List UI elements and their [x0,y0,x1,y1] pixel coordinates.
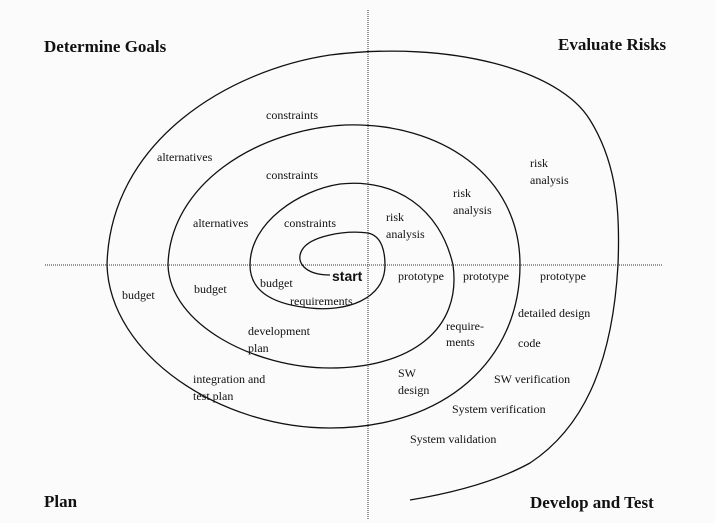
label-plan: plan [248,341,269,355]
label-require: require- [446,319,484,333]
label-prototype-2: prototype [463,269,509,283]
label-code: code [518,336,541,350]
label-system-validation: System validation [410,432,496,446]
label-constraints-inner: constraints [284,216,336,230]
label-sw-verification: SW verification [494,372,570,386]
label-development: development [248,324,311,338]
label-risk-inner: risk [386,210,404,224]
label-budget-inner: budget [260,276,293,290]
label-alternatives-middle: alternatives [193,216,249,230]
label-alternatives-outer: alternatives [157,150,213,164]
label-sw: SW [398,366,417,380]
quadrant-plan: Plan [44,492,78,511]
label-design: design [398,383,429,397]
label-system-verification: System verification [452,402,546,416]
label-integration: integration and [193,372,265,386]
quadrant-develop-and-test: Develop and Test [530,493,654,512]
label-constraints-middle: constraints [266,168,318,182]
label-analysis-middle: analysis [453,203,492,217]
label-risk-outer: risk [530,156,548,170]
label-analysis-outer: analysis [530,173,569,187]
spiral-curve [106,50,620,501]
label-budget-outer: budget [122,288,155,302]
label-requirements: requirements [290,294,353,308]
label-analysis-inner: analysis [386,227,425,241]
label-risk-middle: risk [453,186,471,200]
label-budget-middle: budget [194,282,227,296]
label-ments: ments [446,335,475,349]
quadrant-evaluate-risks: Evaluate Risks [558,35,667,54]
label-detailed-design: detailed design [518,306,590,320]
label-constraints-outer: constraints [266,108,318,122]
label-prototype-3: prototype [540,269,586,283]
label-start: start [332,268,363,284]
label-test-plan: test plan [193,389,233,403]
quadrant-determine-goals: Determine Goals [44,37,167,56]
label-prototype-1: prototype [398,269,444,283]
